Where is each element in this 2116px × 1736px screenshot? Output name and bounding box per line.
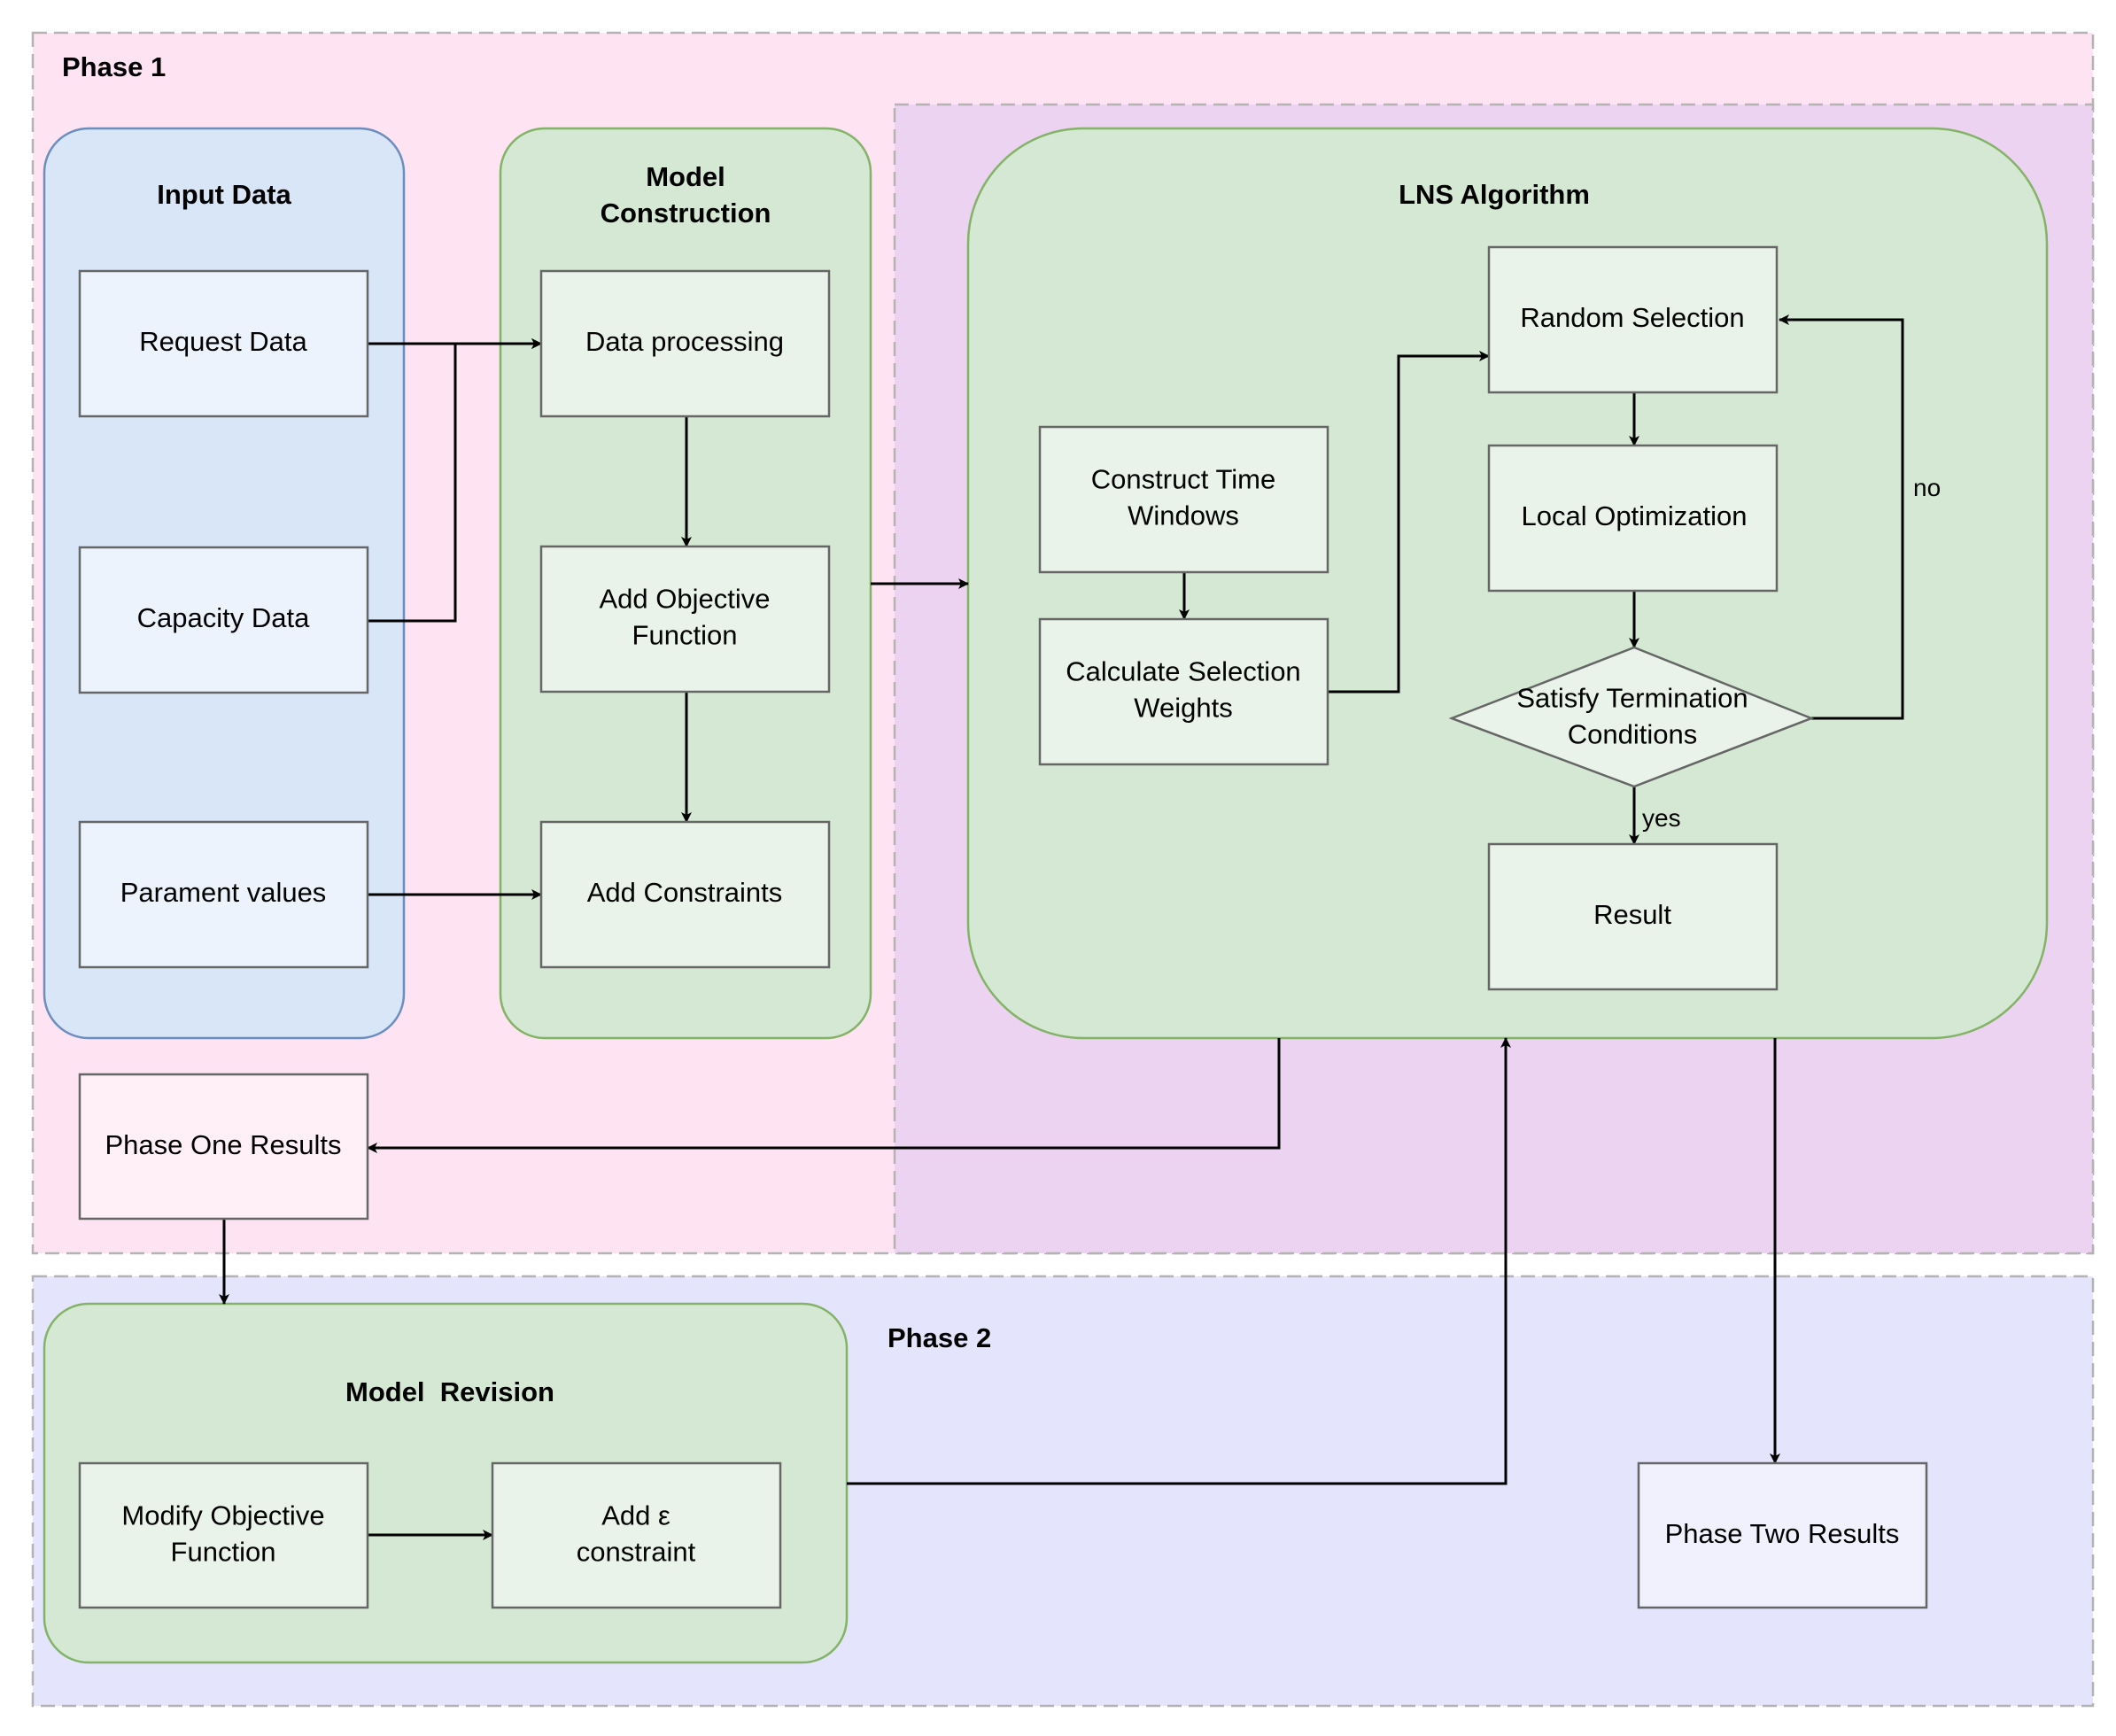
node-phase-one-results[interactable]: Phase One Results (78, 1073, 369, 1221)
data-processing-label: Data processing (585, 326, 784, 357)
edge-weights-to-random (1328, 351, 1490, 694)
edges (219, 314, 1904, 1540)
node-result[interactable]: Result (1487, 842, 1779, 991)
capacity-data-label: Capacity Data (137, 602, 310, 633)
edge-label-no: no (1913, 474, 1941, 501)
phase-two-results-label: Phase Two Results (1665, 1518, 1900, 1549)
model-revision-title: Model Revision (345, 1376, 554, 1407)
edge-lns-to-phase-one-results (367, 1038, 1281, 1153)
local-optimization-label: Local Optimization (1521, 500, 1747, 531)
edge-terminate-no-to-random (1779, 314, 1904, 720)
parament-values-label: Parament values (120, 877, 327, 908)
random-selection-label: Random Selection (1520, 302, 1744, 333)
input-data-title: Input Data (157, 179, 291, 210)
add-constraints-label: Add Constraints (587, 877, 783, 908)
node-random-selection[interactable]: Random Selection (1487, 245, 1779, 394)
result-label: Result (1593, 899, 1671, 930)
node-capacity-data[interactable]: Capacity Data (78, 546, 369, 694)
node-local-optimization[interactable]: Local Optimization (1487, 444, 1779, 593)
lns-algorithm-title: LNS Algorithm (1399, 179, 1590, 210)
node-data-processing[interactable]: Data processing (539, 269, 831, 418)
edge-label-yes: yes (1642, 804, 1681, 832)
node-phase-two-results[interactable]: Phase Two Results (1637, 1461, 1928, 1609)
edge-revision-to-lns (847, 1037, 1511, 1485)
phase-1-label: Phase 1 (62, 51, 166, 82)
node-add-constraints[interactable]: Add Constraints (539, 820, 831, 969)
node-request-data[interactable]: Request Data (78, 269, 369, 418)
phase-2-label: Phase 2 (887, 1322, 991, 1353)
node-parament-values[interactable]: Parament values (78, 820, 369, 969)
phase-one-results-label: Phase One Results (105, 1129, 341, 1160)
request-data-label: Request Data (139, 326, 307, 357)
edge-capacity-to-processing (368, 338, 542, 623)
